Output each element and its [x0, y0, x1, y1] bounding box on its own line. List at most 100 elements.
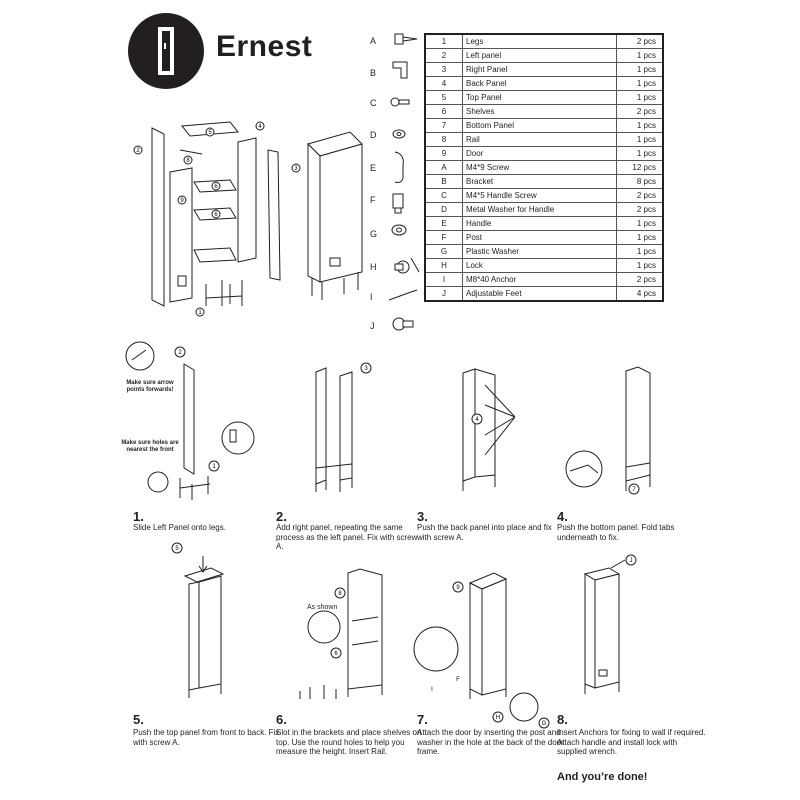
- step-number: 1.: [133, 509, 144, 524]
- left-panel-part: [151, 127, 165, 307]
- rail-part: [179, 149, 203, 155]
- step-number: 2.: [276, 509, 287, 524]
- svg-text:5: 5: [175, 546, 179, 552]
- parts-qty-cell: 1 pcs: [616, 230, 664, 245]
- svg-text:6: 6: [334, 651, 338, 657]
- svg-text:6: 6: [214, 212, 218, 218]
- post-icon: [392, 193, 404, 214]
- parts-name-cell: M4*5 Handle Screw: [462, 188, 617, 203]
- hardware-letter: I: [370, 292, 373, 302]
- assembled-locker: [319, 143, 363, 283]
- back-panel-part: [237, 137, 257, 263]
- step-number: 3.: [417, 509, 428, 524]
- parts-id-cell: 1: [424, 33, 463, 49]
- svg-text:3: 3: [364, 366, 368, 372]
- step-text: Attach the door by inserting the post an…: [417, 728, 564, 756]
- parts-qty-cell: 1 pcs: [616, 76, 664, 91]
- parts-id-cell: 6: [424, 104, 463, 119]
- brand-title: Ernest: [216, 30, 313, 63]
- hardware-letter: E: [370, 163, 377, 173]
- hardware-icons: [388, 33, 420, 331]
- parts-name-cell: Handle: [462, 216, 617, 231]
- step2-diagram: 3: [315, 362, 372, 492]
- parts-name-cell: Rail: [462, 132, 617, 147]
- right-panel-part: [267, 149, 281, 281]
- parts-name-cell: Left panel: [462, 48, 617, 63]
- parts-id-cell: 3: [424, 62, 463, 77]
- hardware-letter: J: [370, 321, 375, 331]
- note-holes: Make sure holes are nearest the front: [121, 440, 179, 453]
- parts-qty-cell: 4 pcs: [616, 286, 664, 302]
- svg-text:8: 8: [186, 158, 190, 164]
- closing-message: And you’re done!: [557, 771, 648, 783]
- svg-text:9: 9: [180, 198, 184, 204]
- parts-id-cell: 7: [424, 118, 463, 133]
- hardware-letter: G: [370, 229, 378, 239]
- svg-text:3: 3: [294, 166, 298, 172]
- door-part: [169, 167, 193, 303]
- screw-a-icon: [394, 33, 418, 45]
- parts-id-cell: 8: [424, 132, 463, 147]
- svg-text:4: 4: [258, 124, 262, 130]
- parts-id-cell: G: [424, 244, 463, 259]
- svg-text:2: 2: [136, 148, 140, 154]
- parts-name-cell: Lock: [462, 258, 617, 273]
- brand-logo: [128, 13, 204, 89]
- parts-id-cell: J: [424, 286, 463, 302]
- step-number: 6.: [276, 712, 287, 727]
- step-text: Slot in the brackets and place shelves o…: [276, 728, 422, 756]
- parts-id-cell: E: [424, 216, 463, 231]
- parts-qty-cell: 1 pcs: [616, 146, 664, 161]
- parts-name-cell: Right Panel: [462, 62, 617, 77]
- parts-name-cell: Plastic Washer: [462, 244, 617, 259]
- hardware-letter: C: [370, 98, 377, 108]
- step3-diagram: 4: [462, 368, 516, 491]
- svg-text:2: 2: [178, 350, 182, 356]
- locker-logo-icon: [158, 27, 174, 75]
- note-arrow: Make sure arrow points forwards!: [126, 380, 174, 393]
- svg-text:H: H: [496, 715, 500, 721]
- svg-text:7: 7: [632, 487, 636, 493]
- handle-icon: [394, 151, 404, 183]
- step6-diagram: 8 6: [299, 568, 383, 699]
- parts-id-cell: C: [424, 188, 463, 203]
- hardware-letter: D: [370, 130, 377, 140]
- step-text: Push the bottom panel. Fold tabs underne…: [557, 523, 675, 542]
- parts-name-cell: Bracket: [462, 174, 617, 189]
- step-number: 4.: [557, 509, 568, 524]
- svg-text:J: J: [630, 558, 633, 564]
- exploded-view-diagram: 2 5 4 3 6 6 9 8 1: [133, 121, 363, 317]
- svg-text:9: 9: [456, 585, 460, 591]
- parts-name-cell: Top Panel: [462, 90, 617, 105]
- parts-qty-cell: 2 pcs: [616, 202, 664, 217]
- parts-name-cell: Post: [462, 230, 617, 245]
- parts-name-cell: M4*9 Screw: [462, 160, 617, 175]
- step-number: 7.: [417, 712, 428, 727]
- parts-name-cell: Back Panel: [462, 76, 617, 91]
- svg-text:8: 8: [338, 591, 342, 597]
- washer-d-icon: [392, 129, 406, 139]
- parts-id-cell: 5: [424, 90, 463, 105]
- parts-id-cell: D: [424, 202, 463, 217]
- parts-qty-cell: 1 pcs: [616, 132, 664, 147]
- parts-id-cell: 4: [424, 76, 463, 91]
